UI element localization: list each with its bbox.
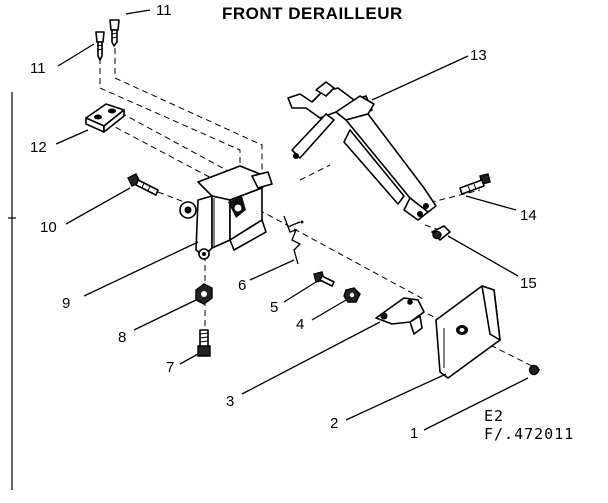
part-11-screw-left <box>95 31 105 61</box>
part-7-screw <box>197 329 211 357</box>
callout-7: 7 <box>166 359 174 376</box>
callout-8: 8 <box>118 329 126 346</box>
callout-6: 6 <box>238 277 246 294</box>
reference-code-line-1: E2 <box>484 407 505 425</box>
callout-5: 5 <box>270 299 278 316</box>
part-1-screw <box>528 364 540 376</box>
part-13-actuating-arm <box>287 81 437 221</box>
part-15-bushing <box>431 225 451 241</box>
leader-lines <box>55 9 529 431</box>
part-5-screw <box>313 271 335 287</box>
callout-4: 4 <box>296 316 304 333</box>
callout-2: 2 <box>330 415 338 432</box>
part-11-screw-right <box>109 19 120 47</box>
callout-labels: 11 11 12 10 9 8 7 6 5 4 3 2 1 13 14 15 <box>30 2 537 442</box>
part-4-nut <box>343 287 361 303</box>
part-10-bolt <box>127 173 159 196</box>
part-3-cage-bracket <box>375 297 425 335</box>
callout-9: 9 <box>62 295 70 312</box>
callout-13: 13 <box>470 47 487 64</box>
callout-3: 3 <box>226 393 234 410</box>
part-9-main-body <box>179 165 273 260</box>
reference-code-line-2: F/.472011 <box>484 425 575 443</box>
part-2-chain-guide-plate <box>435 285 501 379</box>
diagram-title: FRONT DERAILLEUR <box>222 4 403 23</box>
callout-12: 12 <box>30 139 47 156</box>
callout-11a: 11 <box>30 60 46 77</box>
callout-14: 14 <box>520 207 537 224</box>
callout-15: 15 <box>520 275 537 292</box>
part-14-screw <box>459 173 491 195</box>
callout-11b: 11 <box>156 2 172 19</box>
part-6-spring <box>283 215 304 265</box>
callout-1: 1 <box>410 425 418 442</box>
part-8-nut <box>195 283 213 305</box>
part-12-clamp-plate <box>85 103 125 133</box>
callout-10: 10 <box>40 219 57 236</box>
